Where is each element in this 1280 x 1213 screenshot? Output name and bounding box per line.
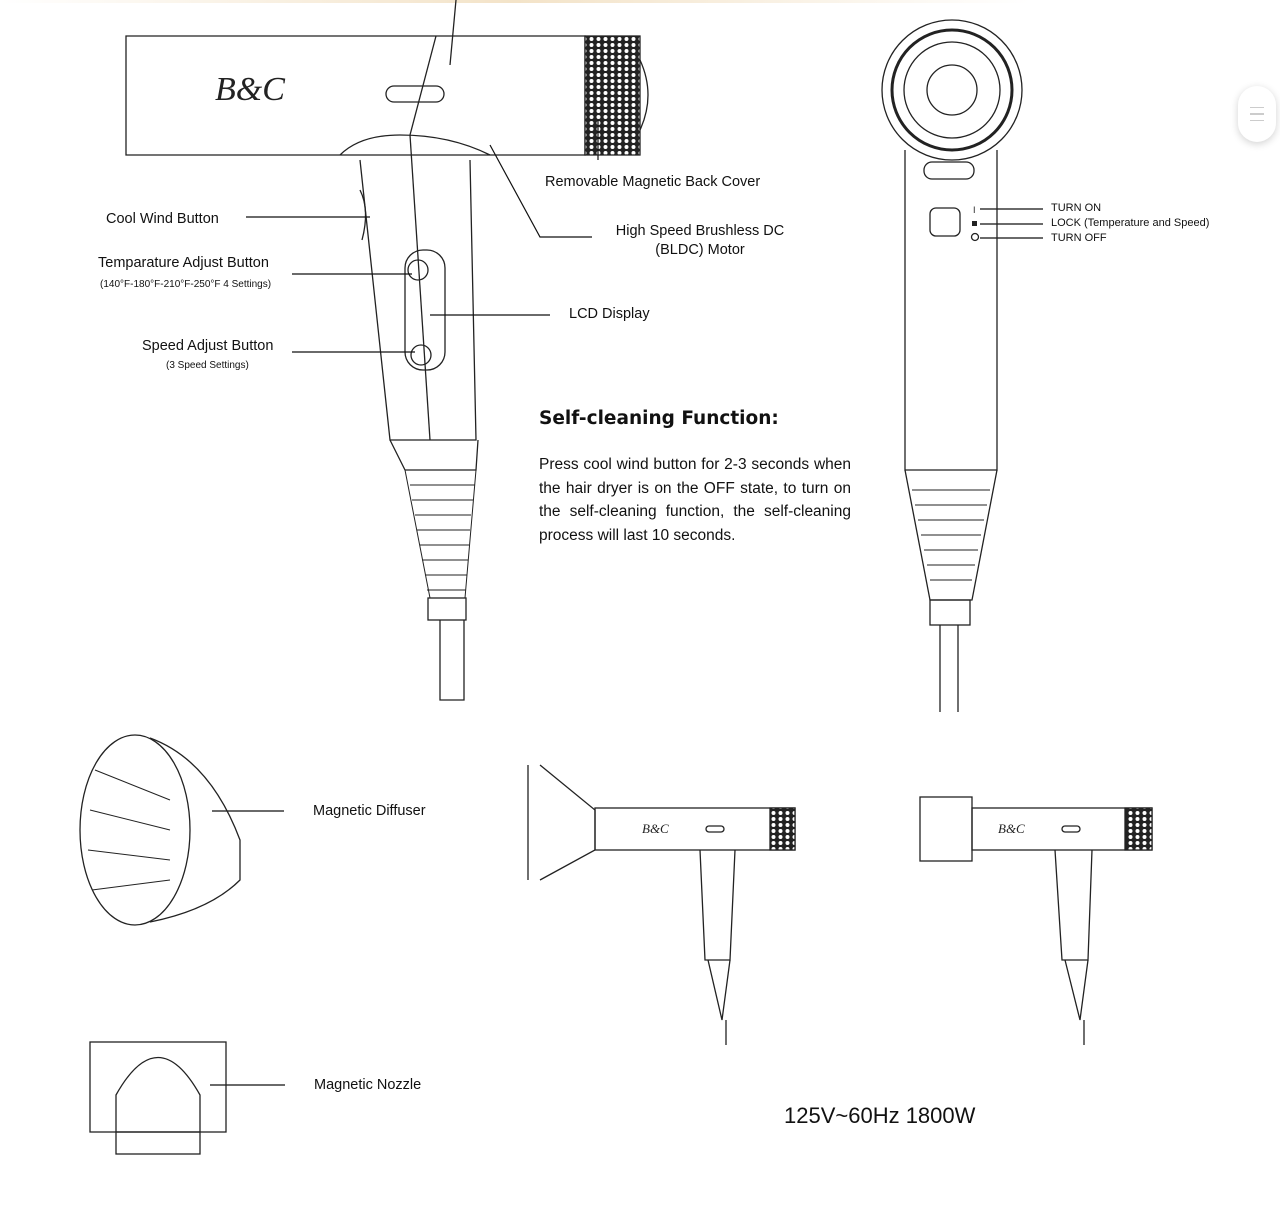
menu-icon [1250,113,1264,115]
motor-label-line1: High Speed Brushless DC [615,223,785,239]
floating-menu-button[interactable] [1238,86,1276,142]
top-accent-bar [0,0,1030,3]
lock-label: LOCK (Temperature and Speed) [1051,217,1210,229]
speed-adjust-label: Speed Adjust Button [142,338,274,354]
dryer-front-view: I [881,19,1023,712]
nozzle-label: Magnetic Nozzle [314,1077,422,1093]
leader-lines [210,120,1043,1086]
diffuser-drawing [79,734,241,926]
temp-adjust-label: Temparature Adjust Button [98,255,269,271]
self-cleaning-title: Self-cleaning Function: [539,408,779,429]
svg-text:I: I [973,205,976,215]
dryer-side-view: B&C [125,0,649,701]
dryer-with-nozzle: B&C [919,796,1153,1045]
lcd-display-label: LCD Display [569,306,650,322]
turn-off-label: TURN OFF [1051,232,1107,244]
nozzle-drawing [89,1041,227,1155]
svg-text:B&C: B&C [998,821,1025,836]
motor-label-line2: (BLDC) Motor [655,242,745,258]
speed-settings-label: (3 Speed Settings) [166,360,249,371]
back-cover-label: Removable Magnetic Back Cover [545,174,761,190]
menu-icon [1250,119,1264,122]
self-cleaning-text: Press cool wind button for 2-3 seconds w… [539,456,851,545]
temp-settings-label: (140°F-180°F-210°F-250°F 4 Settings) [100,279,272,290]
power-spec: 125V~60Hz 1800W [784,1103,976,1128]
turn-on-label: TURN ON [1051,202,1102,214]
cool-wind-button-label: Cool Wind Button [106,211,219,227]
dryer-with-diffuser: B&C [527,764,796,1045]
diffuser-label: Magnetic Diffuser [313,803,426,819]
menu-icon [1250,106,1264,109]
svg-text:B&C: B&C [215,71,285,108]
svg-text:B&C: B&C [642,821,669,836]
